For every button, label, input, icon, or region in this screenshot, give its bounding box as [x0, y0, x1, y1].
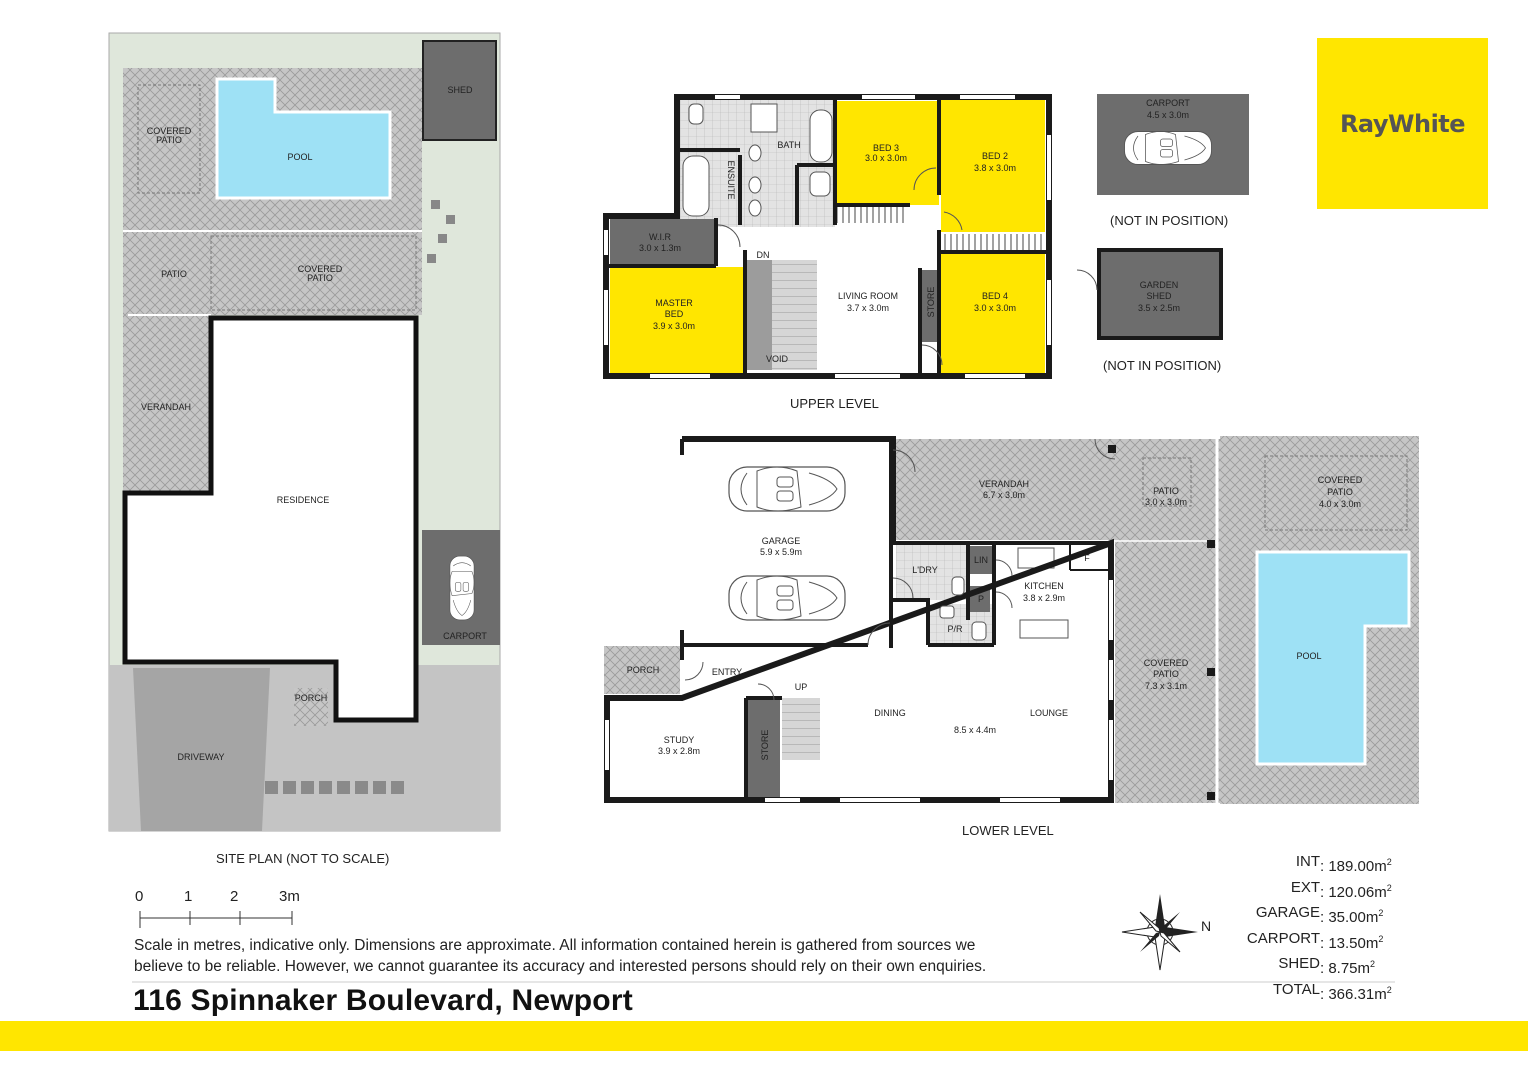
upper-master-b: BED [665, 309, 684, 319]
lower-covpatio2-b: PATIO [1153, 669, 1179, 679]
compass-icon [1121, 894, 1198, 971]
lower-covpatio2-a: COVERED [1144, 658, 1189, 668]
site-carport-label: CARPORT [443, 631, 487, 641]
area-row-carport: CARPORT: 13.50m2 [1246, 929, 1384, 952]
upper-level-caption: UPPER LEVEL [790, 396, 879, 411]
upper-wir-dim: 3.0 x 1.3m [639, 243, 681, 253]
raywhite-logo[interactable]: RayWhite [1317, 38, 1488, 209]
upper-bath-label: BATH [777, 140, 800, 150]
lower-p-label: P [978, 594, 984, 604]
lower-garage-name: GARAGE [762, 536, 801, 546]
lower-store-label: STORE [760, 730, 770, 761]
brand-bar [0, 1021, 1528, 1051]
lower-covpatio-a: COVERED [1318, 475, 1363, 485]
areas-table: INT: 189.00m2 EXT: 120.06m2 GARAGE: 35.0… [1200, 852, 1398, 1005]
upper-ensuite-label: ENSUITE [726, 160, 736, 199]
upper-level-plan: BATH ENSUITE BED 3 3.0 x 3.0m BED 2 3.8 … [603, 94, 1052, 379]
site-pool-label: POOL [287, 152, 312, 162]
area-row-total: TOTAL: 366.31m2 [1273, 980, 1392, 1003]
garden-shed-a: GARDEN [1140, 280, 1179, 290]
lower-verandah-dim: 6.7 x 3.0m [983, 490, 1025, 500]
lower-covpatio-b: PATIO [1327, 487, 1353, 497]
lower-pr-label: P/R [947, 624, 963, 634]
site-plan-caption: SITE PLAN (NOT TO SCALE) [216, 851, 390, 866]
carport-name: CARPORT [1146, 98, 1190, 108]
upper-wir-name: W.I.R [649, 232, 671, 242]
lower-porch-label: PORCH [627, 665, 660, 675]
lower-garage-dim: 5.9 x 5.9m [760, 547, 802, 557]
lower-patio-dim: 3.0 x 3.0m [1145, 497, 1187, 507]
area-row-shed: SHED: 8.75m2 [1278, 955, 1376, 977]
lower-pool-label: POOL [1296, 651, 1321, 661]
site-covered-patio-label-a: COVERED [147, 126, 192, 136]
shed-note: (NOT IN POSITION) [1103, 358, 1222, 373]
disclaimer-line-2: believe to be reliable. However, we cann… [134, 958, 987, 975]
site-patio-label: PATIO [161, 269, 187, 279]
upper-bed3-dim: 3.0 x 3.0m [865, 153, 907, 163]
scale-tick-1: 1 [184, 888, 193, 905]
upper-living-name: LIVING ROOM [838, 291, 898, 301]
lower-study-dim: 3.9 x 2.8m [658, 746, 700, 756]
property-address: 116 Spinnaker Boulevard, Newport [133, 984, 633, 1017]
scale-tick-2: 2 [230, 888, 239, 905]
area-row-ext: EXT: 120.06m2 [1290, 878, 1392, 901]
lower-f-label: F [1084, 553, 1090, 563]
lower-kitchen-dim: 3.8 x 2.9m [1023, 593, 1065, 603]
disclaimer: Scale in metres, indicative only. Dimens… [134, 935, 1124, 977]
upper-bed2-dim: 3.8 x 3.0m [974, 163, 1016, 173]
upper-living-dim: 3.7 x 3.0m [847, 303, 889, 313]
lower-lin-label: LIN [974, 555, 988, 565]
outbuildings: CARPORT 4.5 x 3.0m GARDEN SHED 3.5 x 2.5… [1076, 94, 1249, 340]
carport-dim: 4.5 x 3.0m [1147, 110, 1189, 120]
lower-entry-label: ENTRY [712, 667, 742, 677]
scale-bar [139, 911, 293, 928]
area-row-garage: GARAGE: 35.00m2 [1255, 904, 1384, 926]
site-covered-patio2-label-b: PATIO [307, 273, 333, 283]
site-porch-label: PORCH [295, 693, 328, 703]
upper-master-dim: 3.9 x 3.0m [653, 321, 695, 331]
lower-living-dim: 8.5 x 4.4m [954, 725, 996, 735]
raywhite-logo-text: RayWhite [1339, 109, 1466, 138]
garden-shed-b: SHED [1146, 291, 1172, 301]
upper-bed4-name: BED 4 [982, 291, 1008, 301]
disclaimer-line-1: Scale in metres, indicative only. Dimens… [134, 937, 976, 954]
lower-kitchen-name: KITCHEN [1024, 581, 1064, 591]
lower-ldry-label: L'DRY [912, 565, 938, 575]
lower-level-caption: LOWER LEVEL [962, 823, 1054, 838]
upper-void-label: VOID [766, 354, 789, 364]
lower-covpatio2-dim: 7.3 x 3.1m [1145, 681, 1187, 691]
site-residence-label: RESIDENCE [277, 495, 330, 505]
lower-covpatio-dim: 4.0 x 3.0m [1319, 499, 1361, 509]
site-plan: SHED POOL COVERED PATIO PATIO COVERED PA… [108, 32, 501, 832]
carport-note: (NOT IN POSITION) [1110, 213, 1229, 228]
site-verandah-label: VERANDAH [141, 402, 191, 412]
scale-tick-0: 0 [135, 888, 144, 905]
upper-bed4-dim: 3.0 x 3.0m [974, 303, 1016, 313]
site-driveway-label: DRIVEWAY [177, 752, 224, 762]
compass-north-label: N [1201, 918, 1212, 934]
scale-tick-3: 3m [279, 888, 300, 905]
lower-patio-name: PATIO [1153, 486, 1179, 496]
upper-bed3-name: BED 3 [873, 143, 899, 153]
area-row-int: INT: 189.00m2 [1295, 853, 1392, 875]
site-covered-patio2-label-a: COVERED [298, 264, 343, 274]
site-covered-patio-label-b: PATIO [156, 135, 182, 145]
garden-shed-dim: 3.5 x 2.5m [1138, 303, 1180, 313]
upper-bed2-name: BED 2 [982, 151, 1008, 161]
lower-dining-label: DINING [874, 708, 906, 718]
site-shed-label: SHED [447, 85, 473, 95]
upper-store-label: STORE [926, 287, 936, 318]
upper-master-a: MASTER [655, 298, 693, 308]
lower-study-name: STUDY [664, 735, 695, 745]
lower-lounge-label: LOUNGE [1030, 708, 1068, 718]
lower-verandah-name: VERANDAH [979, 479, 1029, 489]
lower-level-plan: GARAGE 5.9 x 5.9m VERANDAH 6.7 x 3.0m PA… [604, 436, 1419, 804]
upper-dn-label: DN [757, 250, 770, 260]
lower-up-label: UP [795, 682, 808, 692]
